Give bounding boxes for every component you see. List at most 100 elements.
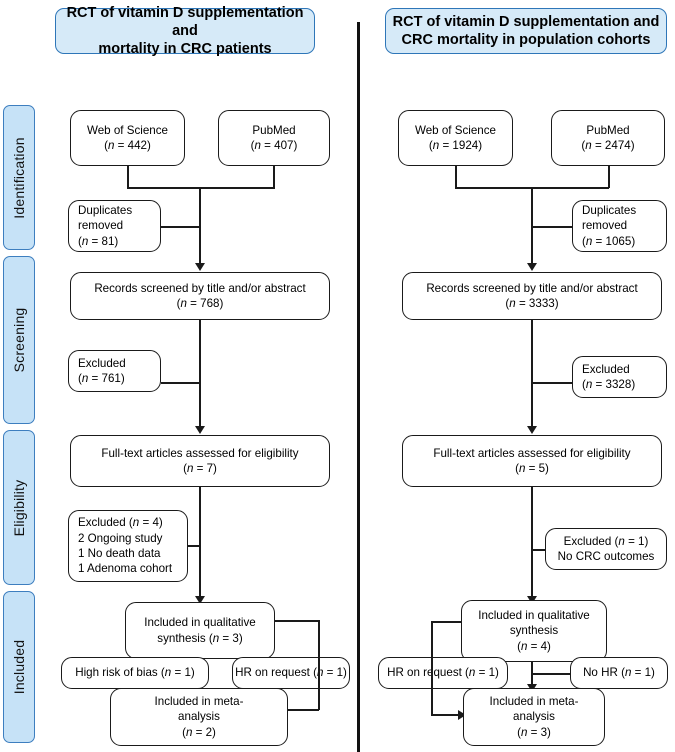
- left-duplicates-line1: Duplicates: [78, 204, 133, 218]
- left-source-a-line1: Web of Science: [87, 123, 168, 137]
- left-excluded1-line1: Excluded: [78, 356, 126, 370]
- right-source-web-of-science-box: Web of Science (n = 1924): [398, 110, 513, 166]
- right-excluded-eligibility-box: Excluded (n = 1) No CRC outcomes: [545, 528, 667, 570]
- stage-label-identification-text: Identification: [11, 136, 27, 219]
- left-source-web-of-science-box: Web of Science (n = 442): [70, 110, 185, 166]
- right-excluded1-connector: [531, 382, 572, 384]
- right-fulltext-count: (n = 5): [515, 462, 549, 475]
- left-arrow-to-fulltext: [195, 426, 205, 434]
- left-fulltext-assessed-box: Full-text articles assessed for eligibil…: [70, 435, 330, 487]
- right-excluded2-connector: [531, 549, 545, 551]
- left-qualitative-synthesis-box: Included in qualitative synthesis (n = 3…: [125, 602, 275, 659]
- left-source-b-stem: [273, 166, 275, 188]
- right-fulltext-line1: Full-text articles assessed for eligibil…: [433, 446, 631, 460]
- left-source-b-count: (n = 407): [250, 139, 298, 152]
- right-excluded2-line2: No CRC outcomes: [557, 550, 655, 563]
- right-source-a-stem: [455, 166, 457, 188]
- right-no-hr-connector: [531, 673, 570, 675]
- right-spine-1: [531, 187, 533, 264]
- left-source-b-line1: PubMed: [252, 123, 296, 137]
- right-spine-2: [531, 320, 533, 430]
- right-meta-count: (n = 3): [517, 725, 551, 739]
- left-source-merge-bar: [127, 187, 275, 189]
- left-excluded1-count: (n = 761): [78, 372, 125, 385]
- stage-label-screening-text: Screening: [11, 307, 27, 373]
- left-source-a-count: (n = 442): [104, 139, 151, 152]
- right-panel-header-line1: RCT of vitamin D supplementation and: [392, 13, 660, 30]
- left-panel-header-line1: RCT of vitamin D supplementation and: [66, 4, 304, 39]
- left-meta-line2: analysis: [178, 710, 220, 724]
- left-source-a-stem: [127, 166, 129, 188]
- left-excluded2-line3: 1 No death data: [78, 547, 161, 560]
- left-excluded-eligibility-box: Excluded (n = 4) 2 Ongoing study 1 No de…: [68, 510, 188, 582]
- right-excluded1-line1: Excluded: [582, 362, 630, 376]
- right-spine-3: [531, 487, 533, 600]
- stage-label-included: Included: [3, 591, 35, 743]
- left-excluded-screening-box: Excluded (n = 761): [68, 350, 161, 392]
- left-spine-1: [199, 187, 201, 264]
- stage-label-identification: Identification: [3, 105, 35, 250]
- right-records-screened-box: Records screened by title and/or abstrac…: [402, 272, 662, 320]
- right-duplicates-connector: [531, 226, 572, 228]
- right-arrow-to-fulltext: [527, 426, 537, 434]
- right-duplicates-line2: removed: [582, 219, 628, 233]
- panel-divider: [357, 22, 360, 752]
- stage-label-included-text: Included: [11, 639, 27, 695]
- left-excluded2-line1: Excluded (n = 4): [78, 516, 163, 530]
- stage-label-eligibility: Eligibility: [3, 430, 35, 585]
- right-excluded1-count: (n = 3328): [582, 378, 636, 391]
- left-qualitative-line1: Included in qualitative: [144, 616, 256, 630]
- left-panel-header: RCT of vitamin D supplementation and mor…: [55, 5, 315, 57]
- left-fulltext-count: (n = 7): [183, 462, 217, 475]
- left-arrow-to-qualitative: [195, 596, 205, 604]
- left-duplicates-removed-box: Duplicates removed (n = 81): [68, 200, 161, 252]
- right-duplicates-line1: Duplicates: [582, 204, 637, 218]
- right-qualitative-line1: Included in qualitative: [478, 609, 590, 623]
- left-fulltext-line1: Full-text articles assessed for eligibil…: [101, 446, 299, 460]
- right-excluded-screening-box: Excluded (n = 3328): [572, 356, 667, 398]
- left-side-right-text: HR on request (n = 1): [235, 666, 347, 680]
- right-no-hr-box: No HR (n = 1): [570, 657, 668, 689]
- left-panel-header-line2: mortality in CRC patients: [98, 41, 272, 58]
- right-hr-route-top: [432, 621, 462, 623]
- left-spine-2: [199, 320, 201, 430]
- left-duplicates-connector: [161, 226, 200, 228]
- right-side-left-text: HR on request (n = 1): [387, 666, 499, 680]
- right-duplicates-removed-box: Duplicates removed (n = 1065): [572, 200, 667, 252]
- right-source-b-line1: PubMed: [586, 123, 630, 137]
- right-source-b-stem: [608, 166, 610, 188]
- right-meta-line2: analysis: [513, 710, 555, 724]
- right-screened-line1: Records screened by title and/or abstrac…: [426, 281, 638, 295]
- right-source-a-count: (n = 1924): [428, 139, 483, 152]
- right-meta-line1: Included in meta-: [489, 695, 579, 709]
- left-meta-analysis-box: Included in meta- analysis (n = 2): [110, 688, 288, 746]
- right-excluded2-line1: Excluded (n = 1): [563, 534, 649, 548]
- left-spine-3: [199, 487, 201, 600]
- right-source-a-line1: Web of Science: [415, 123, 496, 137]
- left-meta-count: (n = 2): [182, 725, 216, 739]
- right-hr-route-in: [431, 714, 460, 716]
- left-excluded1-connector: [161, 382, 200, 384]
- right-fulltext-assessed-box: Full-text articles assessed for eligibil…: [402, 435, 662, 487]
- left-hr-route-top: [275, 620, 319, 622]
- left-arrow-to-screened: [195, 263, 205, 271]
- right-qualitative-synthesis-box: Included in qualitative synthesis (n = 4…: [461, 600, 607, 662]
- stage-label-eligibility-text: Eligibility: [11, 479, 27, 536]
- right-hr-arrow-into-meta: [458, 710, 466, 720]
- right-qualitative-line2: synthesis: [509, 624, 559, 638]
- right-arrow-to-screened: [527, 263, 537, 271]
- left-qualitative-count: synthesis (n = 3): [157, 631, 243, 645]
- left-records-screened-box: Records screened by title and/or abstrac…: [70, 272, 330, 320]
- left-excluded2-connector: [188, 545, 200, 547]
- left-hr-on-request-box: HR on request (n = 1): [232, 657, 350, 689]
- right-source-pubmed-box: PubMed (n = 2474): [551, 110, 665, 166]
- left-excluded2-line4: 1 Adenoma cohort: [78, 562, 173, 576]
- right-meta-analysis-box: Included in meta- analysis (n = 3): [463, 688, 605, 746]
- left-hr-route-in: [285, 709, 319, 711]
- right-duplicates-count: (n = 1065): [582, 234, 636, 248]
- left-side-left-text: High risk of bias (n = 1): [75, 666, 195, 680]
- stage-label-screening: Screening: [3, 256, 35, 424]
- right-screened-count: (n = 3333): [505, 297, 559, 310]
- left-duplicates-line2: removed: [78, 219, 124, 233]
